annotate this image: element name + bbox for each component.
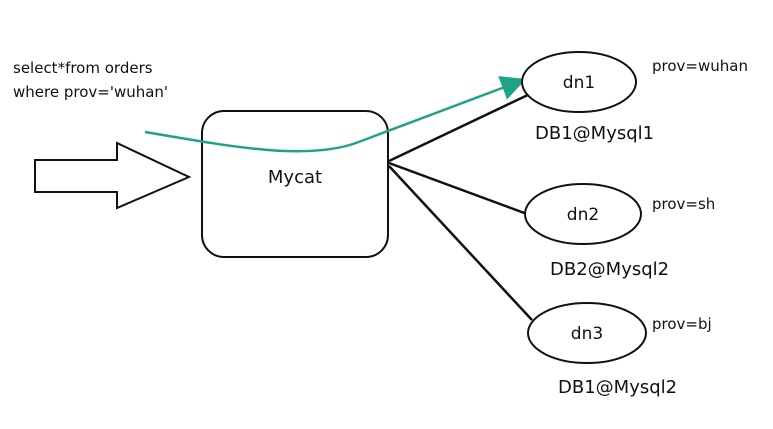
datanode-dn1-label: dn1 bbox=[563, 73, 595, 93]
mycat-label: Mycat bbox=[268, 167, 322, 188]
datanode-dn3 bbox=[527, 302, 647, 364]
connector-dn2 bbox=[388, 161, 528, 216]
route-curve bbox=[144, 76, 527, 153]
datanode-dn3-label: dn3 bbox=[571, 324, 603, 344]
datanode-dn2-prov: prov=sh bbox=[652, 195, 715, 213]
datanode-dn3-prov: prov=bj bbox=[652, 315, 712, 333]
datanode-dn3-db: DB1@Mysql2 bbox=[558, 377, 677, 398]
datanode-dn2-label: dn2 bbox=[567, 205, 599, 225]
datanode-dn1 bbox=[521, 51, 637, 113]
connector-dn1 bbox=[388, 91, 533, 163]
datanode-dn1-prov: prov=wuhan bbox=[652, 57, 748, 75]
input-arrow bbox=[34, 141, 192, 210]
datanode-dn2-db: DB2@Mysql2 bbox=[550, 259, 669, 280]
datanode-dn1-db: DB1@Mysql1 bbox=[535, 123, 654, 144]
query-line-2: where prov='wuhan' bbox=[13, 83, 168, 101]
query-line-1: select*from orders bbox=[13, 59, 153, 77]
datanode-dn2 bbox=[524, 183, 642, 245]
connector-dn3 bbox=[388, 165, 533, 321]
